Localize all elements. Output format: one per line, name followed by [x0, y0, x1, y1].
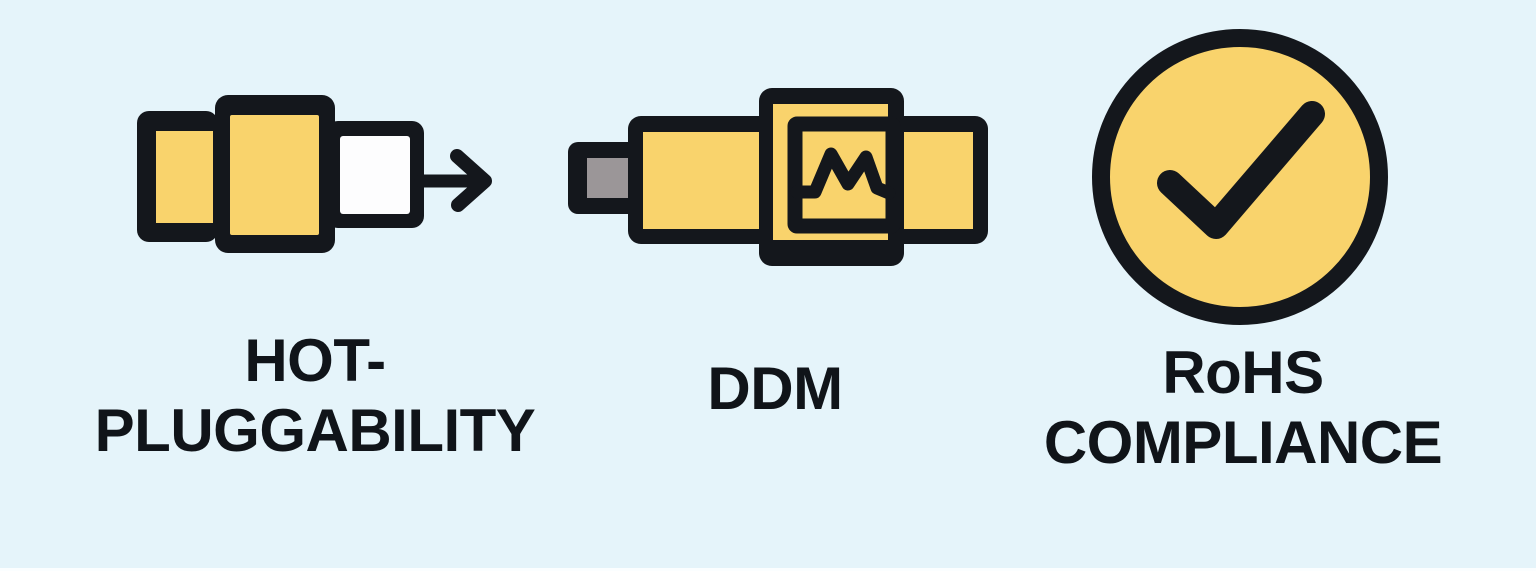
- module-rear-fill: [156, 131, 213, 223]
- waveform-pulse: [790, 147, 896, 200]
- feature-label-ddm: DDM: [675, 354, 875, 424]
- label-line: RoHS: [1162, 339, 1324, 406]
- bottom-edge-strip: [0, 568, 1536, 571]
- feature-label-hot-pluggability: HOT- PLUGGABILITY: [55, 326, 575, 466]
- transceiver-waveform-monitor-icon: [568, 88, 988, 266]
- module-front-fill: [230, 115, 319, 235]
- monitor-frame: [787, 116, 901, 234]
- transceiver-unplug-arrow-icon: [137, 95, 492, 253]
- label-line: HOT-: [244, 327, 386, 394]
- checkmark-circle-icon: [1092, 29, 1388, 325]
- feature-label-rohs-compliance: RoHS COMPLIANCE: [983, 338, 1503, 478]
- label-line: DDM: [707, 355, 843, 422]
- label-line: COMPLIANCE: [1043, 409, 1443, 476]
- check-mark: [1157, 101, 1325, 239]
- plug-tip-contact: [587, 158, 629, 198]
- label-line: PLUGGABILITY: [94, 397, 536, 464]
- check-circle: [1092, 29, 1388, 325]
- socket-fill: [340, 136, 410, 214]
- arrow-head: [450, 149, 492, 212]
